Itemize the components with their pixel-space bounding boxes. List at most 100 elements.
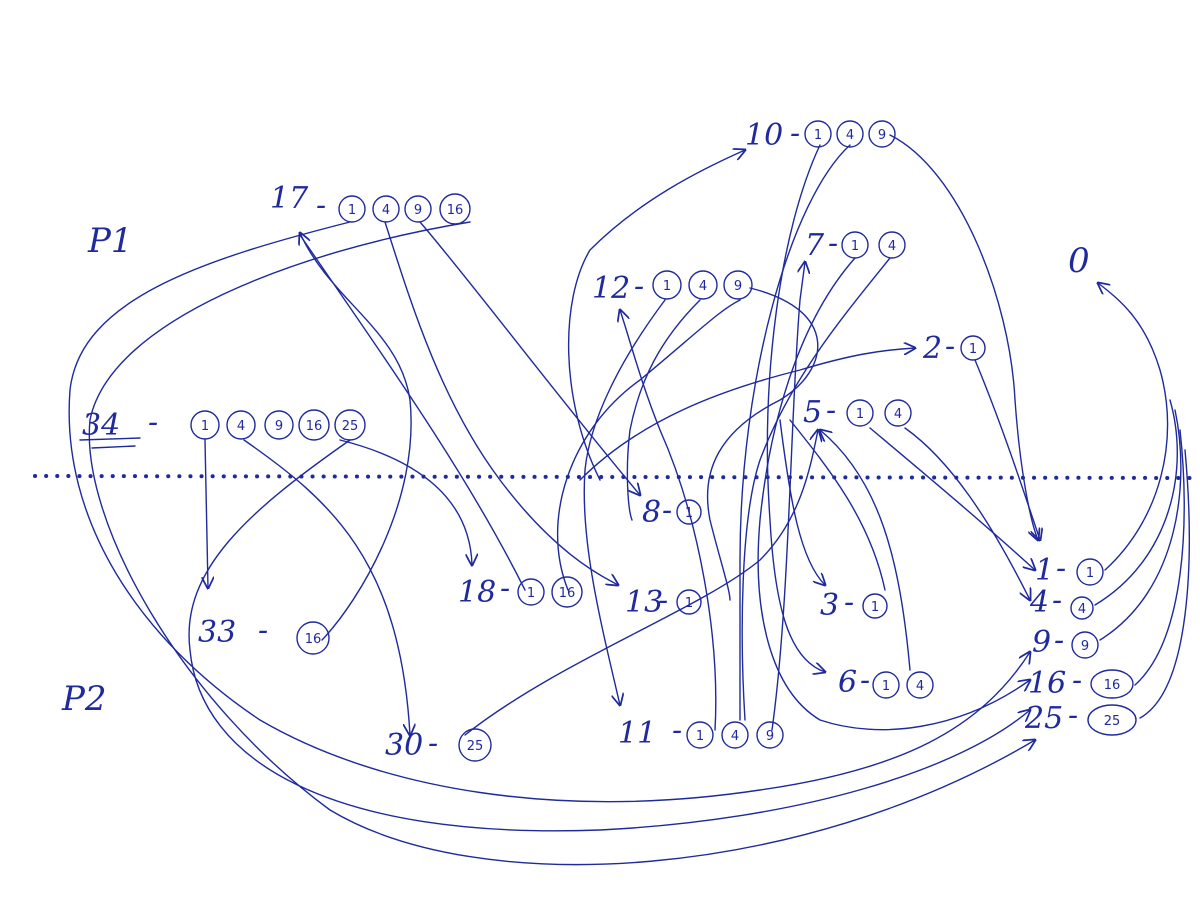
term-circle — [190, 410, 220, 440]
node-label: 13 — [625, 585, 663, 620]
term: 4 — [916, 679, 924, 694]
dash: - — [1068, 698, 1078, 733]
dash: - — [1054, 623, 1064, 658]
edge-30-25-to-5 — [464, 430, 818, 736]
term: 4 — [888, 239, 896, 254]
node-label: 17 — [270, 181, 309, 216]
term: 1 — [663, 279, 671, 294]
term-circle — [372, 195, 400, 223]
term-circle — [652, 270, 682, 300]
node-label: 11 — [618, 716, 656, 751]
node-4: 4 - 4 — [1029, 583, 1094, 620]
edge-7-1-to-9 — [757, 257, 1030, 731]
term-circle — [884, 399, 912, 427]
edge-17-4-to-13 — [384, 221, 618, 585]
node-33: 33 - 16 — [198, 613, 330, 655]
node-2: 2 - 1 — [922, 329, 986, 366]
node-label: 9 — [1032, 625, 1051, 660]
term: 1 — [201, 419, 209, 434]
term: 25 — [1104, 714, 1121, 729]
edge-6-4-to-5 — [820, 430, 911, 671]
term: 4 — [382, 203, 390, 218]
term: 4 — [237, 419, 245, 434]
node-label: 34 — [82, 408, 120, 443]
node-18: 18 - 1 16 — [458, 571, 583, 610]
edge-34-1-to-33 — [205, 439, 208, 588]
node-label: 10 — [745, 118, 783, 153]
dash: - — [258, 613, 268, 648]
term-circle — [1076, 558, 1104, 586]
partition-divider — [33, 474, 1192, 480]
dash: - — [148, 405, 158, 440]
term-circle — [804, 120, 832, 148]
term-circle — [872, 671, 900, 699]
node-label: 6 — [838, 665, 857, 700]
node-1: 1 - 1 — [1035, 551, 1104, 588]
edge-12-9-path — [706, 287, 819, 601]
term-circle — [688, 270, 718, 300]
term: 4 — [1078, 602, 1086, 617]
edge-to-3 — [779, 419, 825, 585]
edge-12-1-to-11 — [583, 299, 666, 705]
term-circle — [439, 193, 471, 225]
edge-7-4-to-11 — [741, 257, 891, 721]
term: 4 — [894, 407, 902, 422]
node-9: 9 - 9 — [1032, 623, 1099, 660]
edge-5-4-to-4 — [904, 427, 1030, 600]
dash: - — [428, 726, 438, 761]
term-circle — [686, 721, 714, 749]
edge-10-4-to-11 — [739, 144, 851, 721]
edge-4-to-0 — [1094, 399, 1178, 606]
term-circle — [1071, 631, 1099, 659]
term-circle — [721, 721, 749, 749]
dash: - — [316, 188, 326, 223]
term-circle — [338, 195, 366, 223]
node-label: 18 — [458, 575, 496, 610]
node-label: 2 — [922, 331, 942, 366]
node-16: 16 - 16 — [1028, 663, 1134, 701]
term-circle — [868, 120, 896, 148]
term: 1 — [851, 239, 859, 254]
edge-17-16-to-25 — [88, 221, 1035, 866]
node-label: 16 — [1028, 666, 1066, 701]
partition-label-p1: P1 — [87, 221, 133, 261]
node-label: 4 — [1029, 585, 1049, 620]
edge-33-16-to-17 — [300, 233, 412, 641]
edge-18-1-to-17 — [299, 234, 526, 591]
term-circle — [878, 231, 906, 259]
term-circle — [676, 499, 702, 525]
term: 16 — [305, 632, 322, 647]
term: 9 — [1081, 639, 1089, 654]
dash: - — [634, 269, 644, 304]
node-13: 13 - 1 — [625, 583, 702, 620]
edge-25-to-0 — [1139, 449, 1190, 719]
edge-10-1-to-6 — [766, 144, 825, 672]
term: 1 — [348, 203, 356, 218]
dash: - — [672, 713, 682, 748]
term-circle — [296, 621, 330, 655]
node-10: 10 - 1 4 9 — [745, 116, 896, 153]
edge-18-16-path — [556, 299, 741, 591]
edge-11-9-to-7 — [771, 262, 805, 731]
term-circle — [517, 578, 545, 606]
term-circle — [404, 195, 432, 223]
term-circle — [676, 589, 702, 615]
node-label: 25 — [1024, 701, 1063, 736]
term: 9 — [878, 128, 886, 143]
dash: - — [790, 116, 800, 151]
term: 9 — [766, 729, 774, 744]
term-circle — [836, 120, 864, 148]
term-circle — [1090, 669, 1134, 699]
term: 1 — [685, 596, 693, 611]
dash: - — [1056, 551, 1066, 586]
node-label: 33 — [198, 615, 236, 650]
term: 1 — [882, 679, 890, 694]
edge-12-4-path — [626, 299, 701, 521]
node-label: 8 — [642, 495, 661, 530]
node-12: 12 - 1 4 9 — [592, 269, 753, 306]
term-circle — [551, 576, 583, 608]
node-6: 6 - 1 4 — [838, 663, 934, 700]
edge-5-1-to-1 — [869, 427, 1035, 570]
node-8: 8 - 1 — [642, 493, 702, 530]
